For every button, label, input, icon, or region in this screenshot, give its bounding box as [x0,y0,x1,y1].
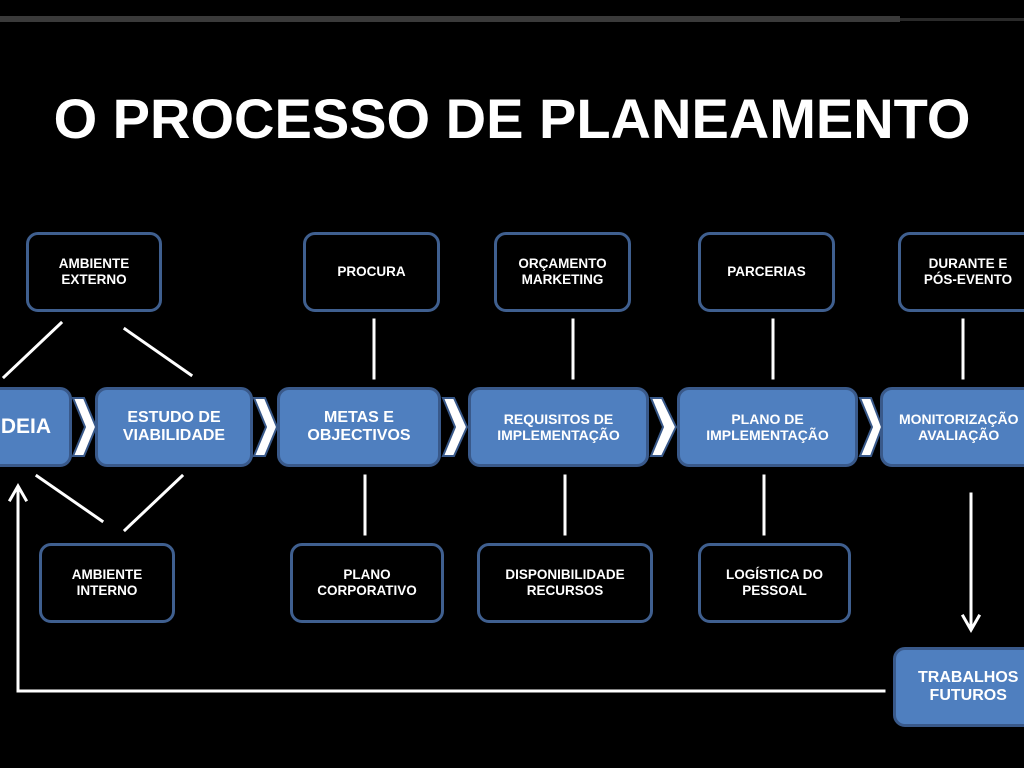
chevron-right-icon [252,397,279,457]
input-ambiente-externo: AMBIENTE EXTERNO [26,232,162,312]
input-orcamento-marketing: ORÇAMENTO MARKETING [494,232,631,312]
chevron-right-icon [858,397,884,457]
step-metas-objectivos: METAS E OBJECTIVOS [277,387,441,467]
input-procura: PROCURA [303,232,440,312]
step-requisitos-implementacao: REQUISITOS DE IMPLEMENTAÇÃO [468,387,649,467]
connector-line [34,473,105,524]
input-plano-corporativo: PLANO CORPORATIVO [290,543,444,623]
arrow-down-icon [960,613,982,634]
top-divider [0,16,900,22]
feedback-loop-line [16,486,886,693]
trabalhos-futuros: TRABALHOS FUTUROS [893,647,1024,727]
chevron-right-icon [441,397,469,457]
input-disponibilidade-recursos: DISPONIBILIDADE RECURSOS [477,543,653,623]
arrow-up-icon [7,482,29,503]
chevron-right-icon [649,397,678,457]
connector-line [122,326,194,378]
top-divider-end [900,18,1024,21]
step-estudo-viabilidade: ESTUDO DE VIABILIDADE [95,387,253,467]
chevron-right-icon [71,397,98,457]
step-ideia: IDEIA [0,387,72,467]
input-durante-pos-evento: DURANTE E PÓS-EVENTO [898,232,1024,312]
connector-line [1,320,64,380]
input-parcerias: PARCERIAS [698,232,835,312]
input-ambiente-interno: AMBIENTE INTERNO [39,543,175,623]
connector-line [122,473,185,533]
slide-title: O PROCESSO DE PLANEAMENTO [53,87,971,150]
step-plano-implementacao: PLANO DE IMPLEMENTAÇÃO [677,387,858,467]
input-logistica-pessoal: LOGÍSTICA DO PESSOAL [698,543,851,623]
